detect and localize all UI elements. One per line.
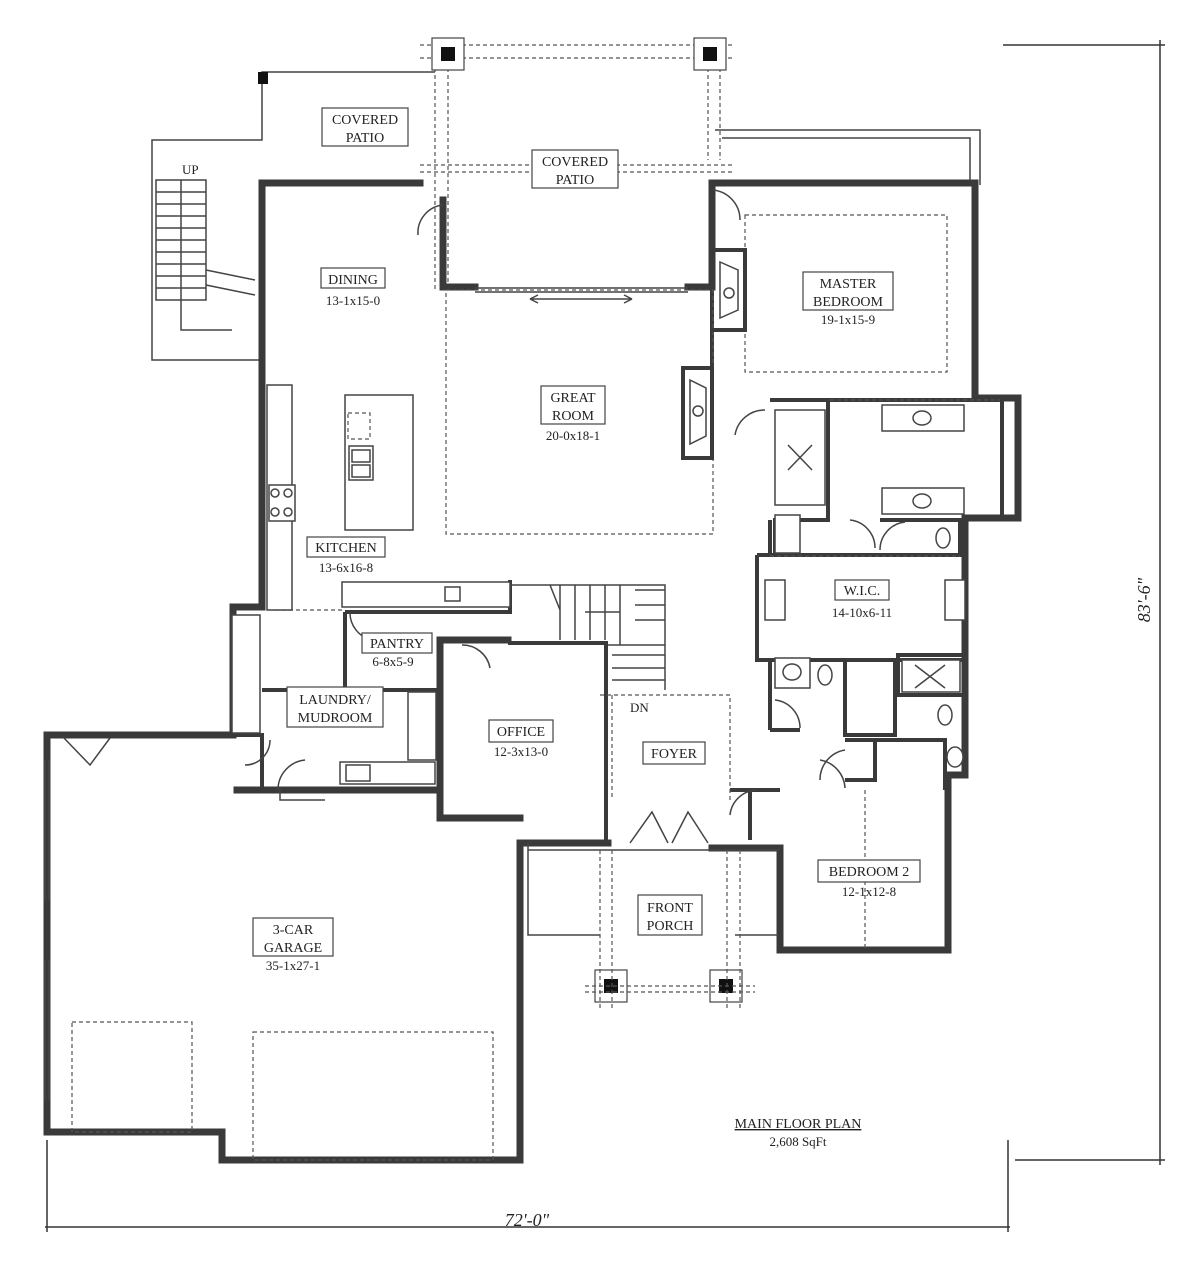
width-dimension: 72'-0" [505,1210,550,1230]
svg-text:BEDROOM 2: BEDROOM 2 [829,865,910,880]
svg-text:MUDROOM: MUDROOM [298,711,373,726]
room-label-front-porch: FRONT PORCH [637,894,703,936]
svg-text:ROOM: ROOM [552,409,595,424]
front-porch [279,790,780,1010]
svg-text:COVERED: COVERED [332,113,398,128]
stair-up-label: UP [182,162,199,177]
patio-columns [431,37,755,1003]
sliding-door [475,287,688,304]
bath-fixtures [231,404,966,785]
svg-text:6-8x5-9: 6-8x5-9 [372,654,413,669]
room-label-bedroom-2: BEDROOM 2 12-1x12-8 [817,859,921,899]
svg-text:BEDROOM: BEDROOM [813,295,884,310]
svg-text:MASTER: MASTER [820,277,877,292]
svg-text:FRONT: FRONT [647,901,693,916]
room-label-kitchen: KITCHEN 13-6x16-8 [306,536,386,575]
plan-title: MAIN FLOOR PLAN 2,608 SqFt [735,1117,862,1149]
interior-stairs [510,584,666,690]
svg-text:OFFICE: OFFICE [497,725,545,740]
room-label-pantry: PANTRY 6-8x5-9 [361,632,433,669]
room-label-dining: DINING 13-1x15-0 [320,267,386,308]
svg-text:MAIN FLOOR PLAN: MAIN FLOOR PLAN [735,1117,862,1132]
door-swings [62,189,906,844]
dimension-lines [45,40,1165,1232]
room-label-covered-patio-left: COVERED PATIO [321,107,409,147]
svg-text:12-3x13-0: 12-3x13-0 [494,744,548,759]
svg-text:13-1x15-0: 13-1x15-0 [326,293,380,308]
svg-text:FOYER: FOYER [651,747,698,762]
fireplaces [681,248,747,460]
room-label-office: OFFICE 12-3x13-0 [488,719,554,759]
svg-text:35-1x27-1: 35-1x27-1 [266,958,320,973]
svg-text:COVERED: COVERED [542,155,608,170]
room-label-foyer: FOYER [642,741,706,765]
svg-text:PATIO: PATIO [346,131,384,146]
kitchen-fixtures [266,384,511,611]
svg-text:20-0x18-1: 20-0x18-1 [546,428,600,443]
room-label-great-room: GREAT ROOM 20-0x18-1 [540,385,606,443]
svg-text:12-1x12-8: 12-1x12-8 [842,884,896,899]
room-label-master-bedroom: MASTER BEDROOM 19-1x15-9 [802,271,894,327]
depth-dimension: 83'-6" [1134,577,1154,622]
garage-doors [44,760,494,1161]
svg-text:14-10x6-11: 14-10x6-11 [832,605,892,620]
svg-text:3-CAR: 3-CAR [273,923,314,938]
svg-text:13-6x16-8: 13-6x16-8 [319,560,373,575]
interior-walls [233,290,1004,843]
covered-patio-outline [151,40,981,361]
room-label-laundry: LAUNDRY/ MUDROOM [286,686,384,728]
stair-down-label: DN [630,700,649,715]
svg-text:2,608 SqFt: 2,608 SqFt [769,1134,826,1149]
svg-text:DINING: DINING [328,273,378,288]
room-label-wic: W.I.C. 14-10x6-11 [832,579,892,620]
room-label-garage: 3-CAR GARAGE 35-1x27-1 [252,917,334,973]
svg-text:PANTRY: PANTRY [370,637,424,652]
svg-text:19-1x15-9: 19-1x15-9 [821,312,875,327]
exterior-stairs [155,179,256,331]
svg-text:LAUNDRY/: LAUNDRY/ [299,693,371,708]
svg-text:KITCHEN: KITCHEN [315,541,376,556]
exterior-walls [43,179,1022,1164]
svg-text:GARAGE: GARAGE [264,941,322,956]
room-label-covered-patio-center: COVERED PATIO [531,149,619,189]
svg-text:W.I.C.: W.I.C. [844,584,880,599]
svg-text:PATIO: PATIO [556,173,594,188]
svg-text:GREAT: GREAT [550,391,596,406]
svg-text:PORCH: PORCH [647,919,694,934]
